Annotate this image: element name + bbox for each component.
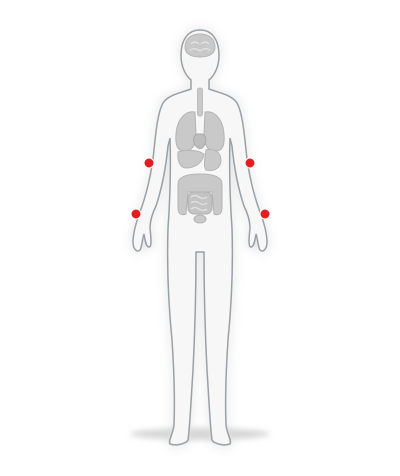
right-elbow-marker[interactable] (244, 157, 256, 169)
bladder (193, 214, 207, 224)
organs-group (175, 33, 225, 224)
brain (184, 33, 216, 58)
body-silhouette (132, 29, 268, 446)
trachea (197, 87, 203, 117)
left-wrist-marker[interactable] (130, 208, 142, 220)
small-intestine (187, 191, 213, 215)
left-elbow-marker[interactable] (143, 157, 155, 169)
large-intestine (177, 173, 223, 216)
ground-shadow (130, 428, 270, 440)
heart (193, 133, 207, 149)
right-wrist-marker[interactable] (259, 208, 271, 220)
stomach (203, 149, 222, 171)
liver (177, 149, 205, 169)
joint-markers (130, 157, 271, 220)
